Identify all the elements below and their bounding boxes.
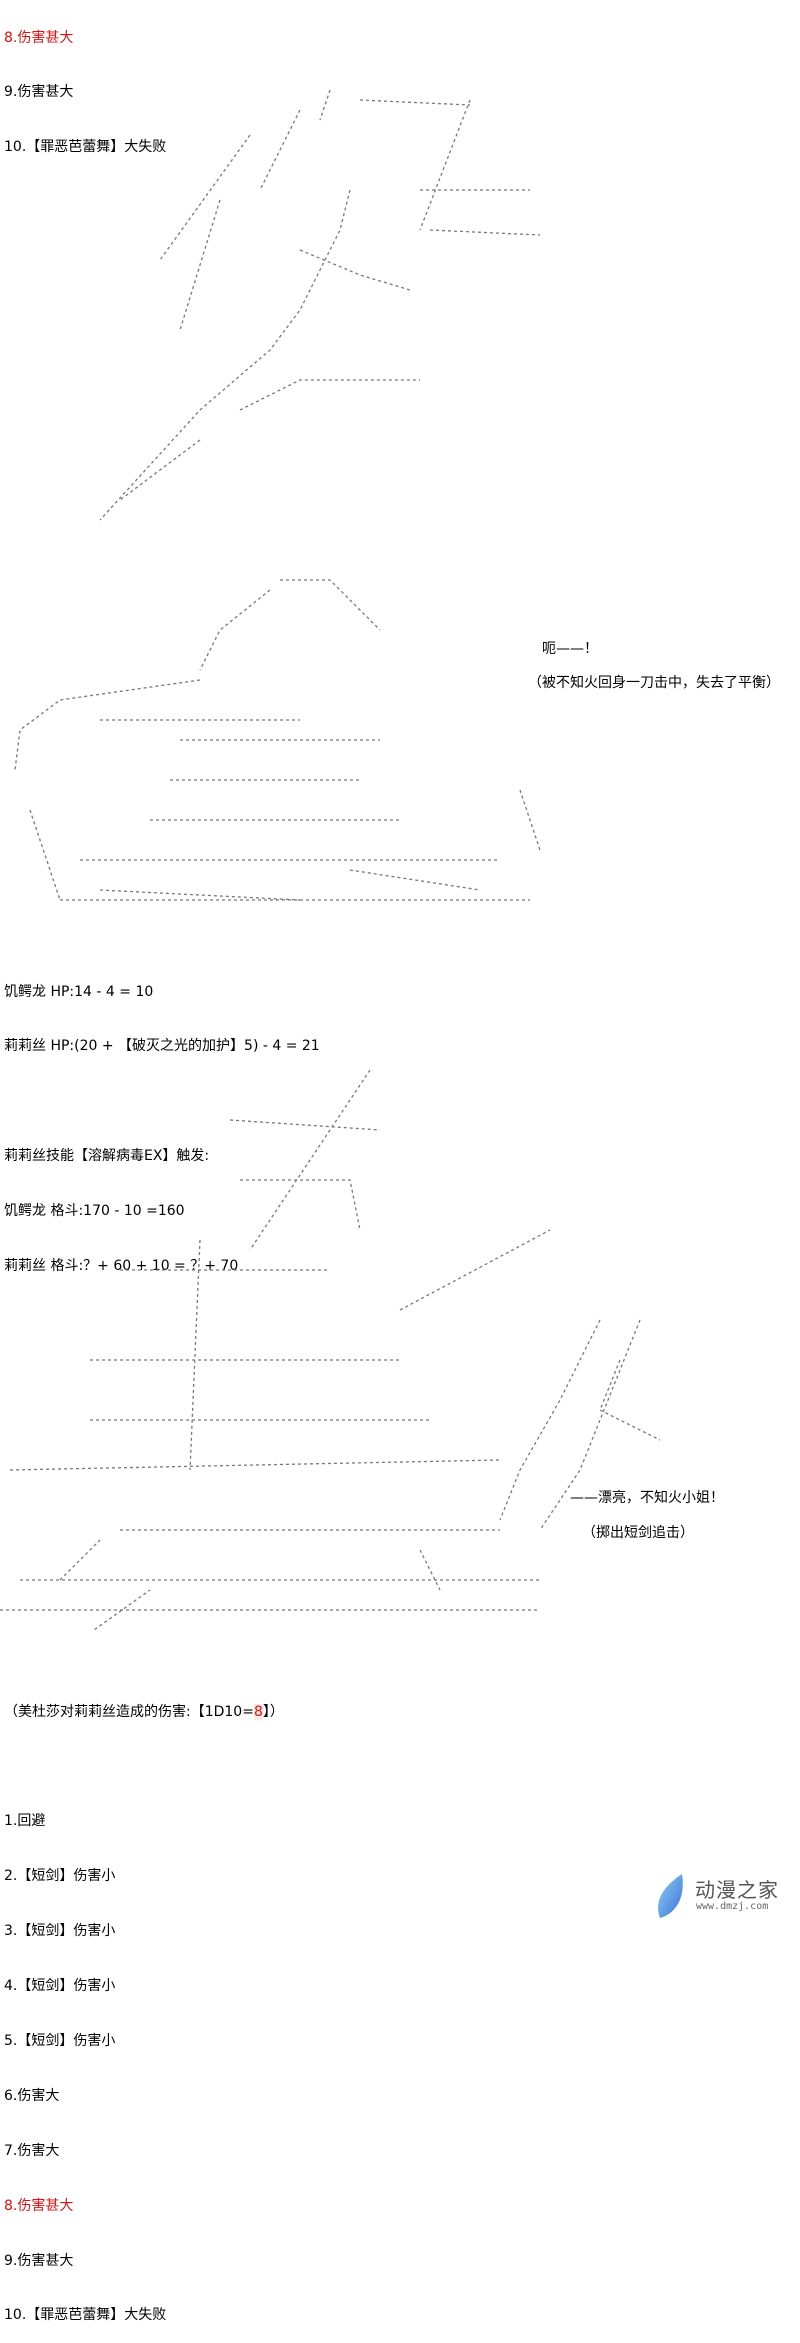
roll-suffix: 】） — [262, 1703, 284, 1720]
list-item: 5.【短剑】伤害小 — [4, 2032, 116, 2049]
scene2-dialogue: ——漂亮，不知火小姐！ — [570, 1490, 724, 1506]
list-item: 4.【短剑】伤害小 — [4, 1978, 116, 1995]
list-item: 10.【罪恶芭蕾舞】大失败 — [4, 139, 167, 156]
list-item: 2.【短剑】伤害小 — [4, 1868, 116, 1885]
list-item-highlighted: 8.伤害甚大 — [4, 2197, 74, 2214]
roll-line: （美杜莎对莉莉丝造成的伤害:【1D10=8】） — [4, 1703, 284, 1721]
scene2-narration: （掷出短剑追击） — [582, 1525, 694, 1541]
list-item: 10.【罪恶芭蕾舞】大失败 — [4, 2307, 167, 2324]
ascii-art-characters-1 — [14, 579, 541, 901]
watermark-name: 动漫之家 — [695, 1878, 779, 1902]
skill-line: 莉莉丝技能【溶解病毒EX】触发: — [4, 1148, 210, 1165]
roll-result: 8 — [253, 1703, 263, 1720]
ascii-art-slash-effect — [99, 89, 541, 521]
melee-line: 饥鳄龙 格斗:170 - 10 =160 — [4, 1203, 185, 1220]
scene1-narration: （被不知火回身一刀击中，失去了平衡） — [528, 675, 780, 691]
wing-icon — [658, 1874, 683, 1918]
hp-line: 饥鳄龙 HP:14 - 4 = 10 — [4, 983, 154, 1000]
list-item: 6.伤害大 — [4, 2087, 60, 2104]
top-result-list: 8.伤害甚大 9.伤害甚大 10.【罪恶芭蕾舞】大失败 — [4, 0, 166, 175]
roll-prefix: （美杜莎对莉莉丝造成的伤害:【1D10= — [4, 1703, 254, 1720]
watermark-logo: 动漫之家 www.dmzj.com — [650, 1868, 800, 1928]
list-item: 8.伤害甚大 — [4, 29, 74, 46]
hp-line: 莉莉丝 HP:(20 + 【破灭之光的加护】5) - 4 = 21 — [4, 1038, 320, 1055]
list-item: 7.伤害大 — [4, 2142, 60, 2159]
list-item: 3.【短剑】伤害小 — [4, 1923, 116, 1940]
ascii-art-characters-2 — [0, 1070, 661, 1630]
list-item: 1.回避 — [4, 1813, 46, 1830]
list-item: 9.伤害甚大 — [4, 84, 74, 101]
list-item: 9.伤害甚大 — [4, 2252, 74, 2269]
watermark-url: www.dmzj.com — [696, 1901, 769, 1912]
scene1-dialogue: 呃——！ — [542, 641, 598, 657]
damage-roll-block: （美杜莎对莉莉丝造成的伤害:【1D10=8】） 1.回避 2.【短剑】伤害小 3… — [4, 1666, 284, 2343]
